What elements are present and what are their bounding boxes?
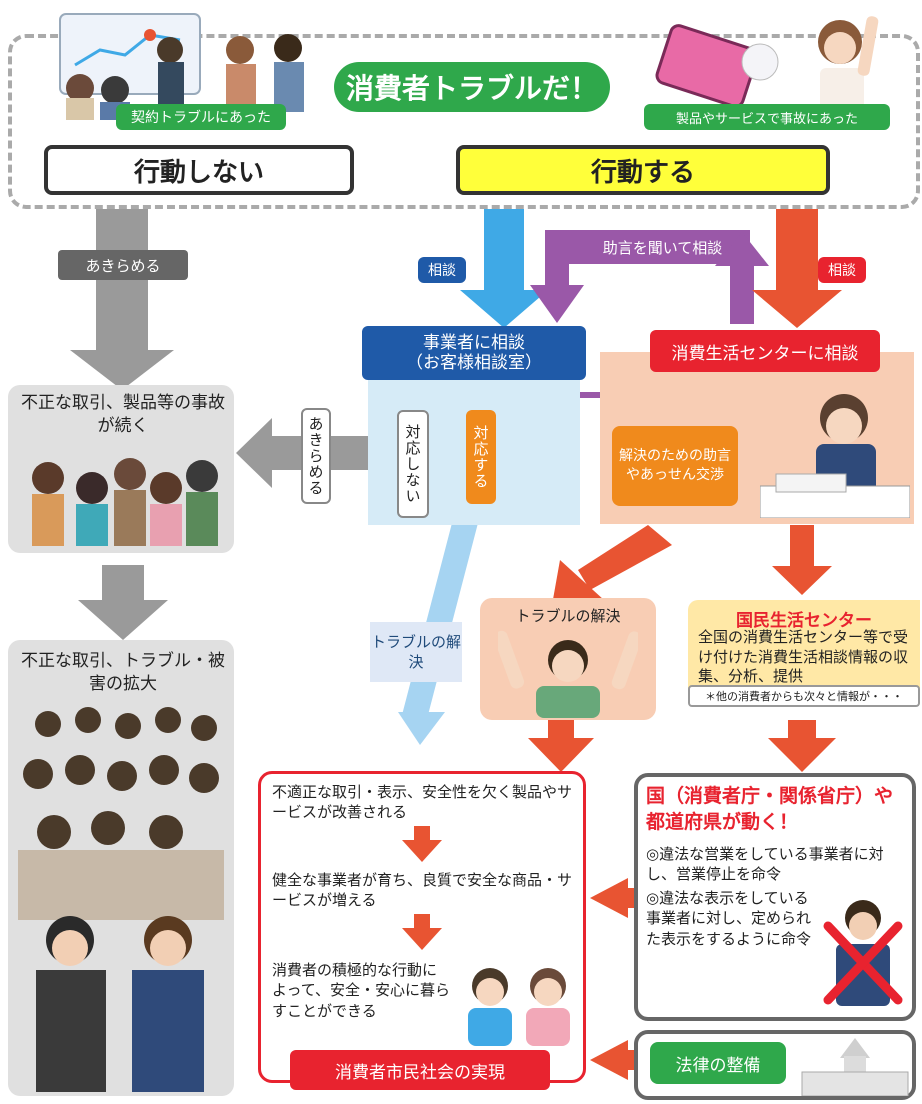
contract-trouble-label: 契約トラブルにあった (116, 104, 286, 130)
gray-arrow-expand (78, 565, 168, 640)
counselor-illustration (760, 378, 910, 518)
business-consult-box: 事業者に相談 （お客様相談室） (362, 326, 586, 380)
page-title: 消費者トラブルだ！ (334, 62, 610, 112)
happy-couple-illustration (460, 960, 578, 1046)
diet-building-icon (800, 1036, 910, 1096)
no-response-label: 対応しない (397, 410, 429, 518)
result-item-2: 健全な事業者が育ち、良質で安全な商品・サービスが増える (272, 871, 573, 910)
blue-arrow-consult (460, 195, 548, 328)
gray-arrow-give-up (70, 195, 174, 390)
result-arrow-2 (402, 914, 442, 950)
result-banner: 消費者市民社会の実現 (290, 1050, 550, 1090)
red-arrow-to-kokumin (772, 525, 832, 595)
advice-box: 解決のための助言やあっせん交渉 (612, 426, 738, 506)
government-item-2: ◎違法な表示をしている事業者に対し、定められた表示をするように命令 (646, 889, 812, 948)
center-consult-box: 消費生活センターに相談 (650, 330, 880, 372)
result-item-1: 不適正な取引・表示、安全性を欠く製品やサービスが改善される (272, 783, 573, 822)
give-up-label: あきらめる (58, 250, 188, 280)
red-arrow-consult (752, 195, 842, 328)
crossed-businessman-icon (820, 896, 906, 1008)
consult-tag-right: 相談 (818, 257, 866, 283)
happy-person-illustration (498, 630, 638, 718)
red-arrow-to-resolved (552, 525, 672, 605)
red-arrow-kokumin-down (768, 720, 836, 772)
consult-tag-left: 相談 (418, 257, 466, 283)
government-title: 国（消費者庁・関係省庁）や都道府県が動く！ (646, 785, 894, 833)
expand-title: 不正な取引、トラブル・被害の拡大 (21, 651, 225, 694)
crowd-illustration (18, 704, 224, 1092)
contract-meeting-illustration (40, 10, 320, 120)
law-label: 法律の整備 (650, 1042, 786, 1084)
government-item-1: ◎違法な営業をしている事業者に対し、営業停止を命令 (646, 845, 884, 884)
resolved-title: トラブルの解決 (515, 607, 621, 625)
purple-arrow-advice-loop (530, 230, 769, 324)
trouble-resolved-tag: トラブルの解決 (370, 622, 462, 682)
kokumin-body: 全国の消費生活センター等で受け付けた消費生活相談情報の収集、分析、提供 (698, 628, 909, 685)
red-arrow-law-to-result (590, 1040, 640, 1080)
result-item-3: 消費者の積極的な行動によって、安全・安心に暮らすことができる (272, 961, 451, 1020)
kokumin-title: 国民生活センター (736, 611, 872, 631)
no-action-box: 行動しない (44, 145, 354, 195)
kokumin-note: ＊他の消費者からも次々と情報が・・・ (688, 685, 920, 707)
accident-label: 製品やサービスで事故にあった (644, 104, 890, 130)
action-box: 行動する (456, 145, 830, 195)
continues-title: 不正な取引、製品等の事故が続く (21, 393, 225, 436)
worried-people-illustration (20, 448, 224, 546)
red-arrow-gov-to-result (590, 878, 640, 918)
responds-label: 対応する (466, 410, 496, 504)
red-arrow-resolved-down (528, 720, 594, 772)
advice-then-consult-label: 助言を聞いて相談 (602, 238, 723, 257)
accident-illustration (640, 6, 900, 116)
give-up-vertical-label: あきらめる (301, 408, 331, 504)
result-arrow-1 (402, 826, 442, 862)
